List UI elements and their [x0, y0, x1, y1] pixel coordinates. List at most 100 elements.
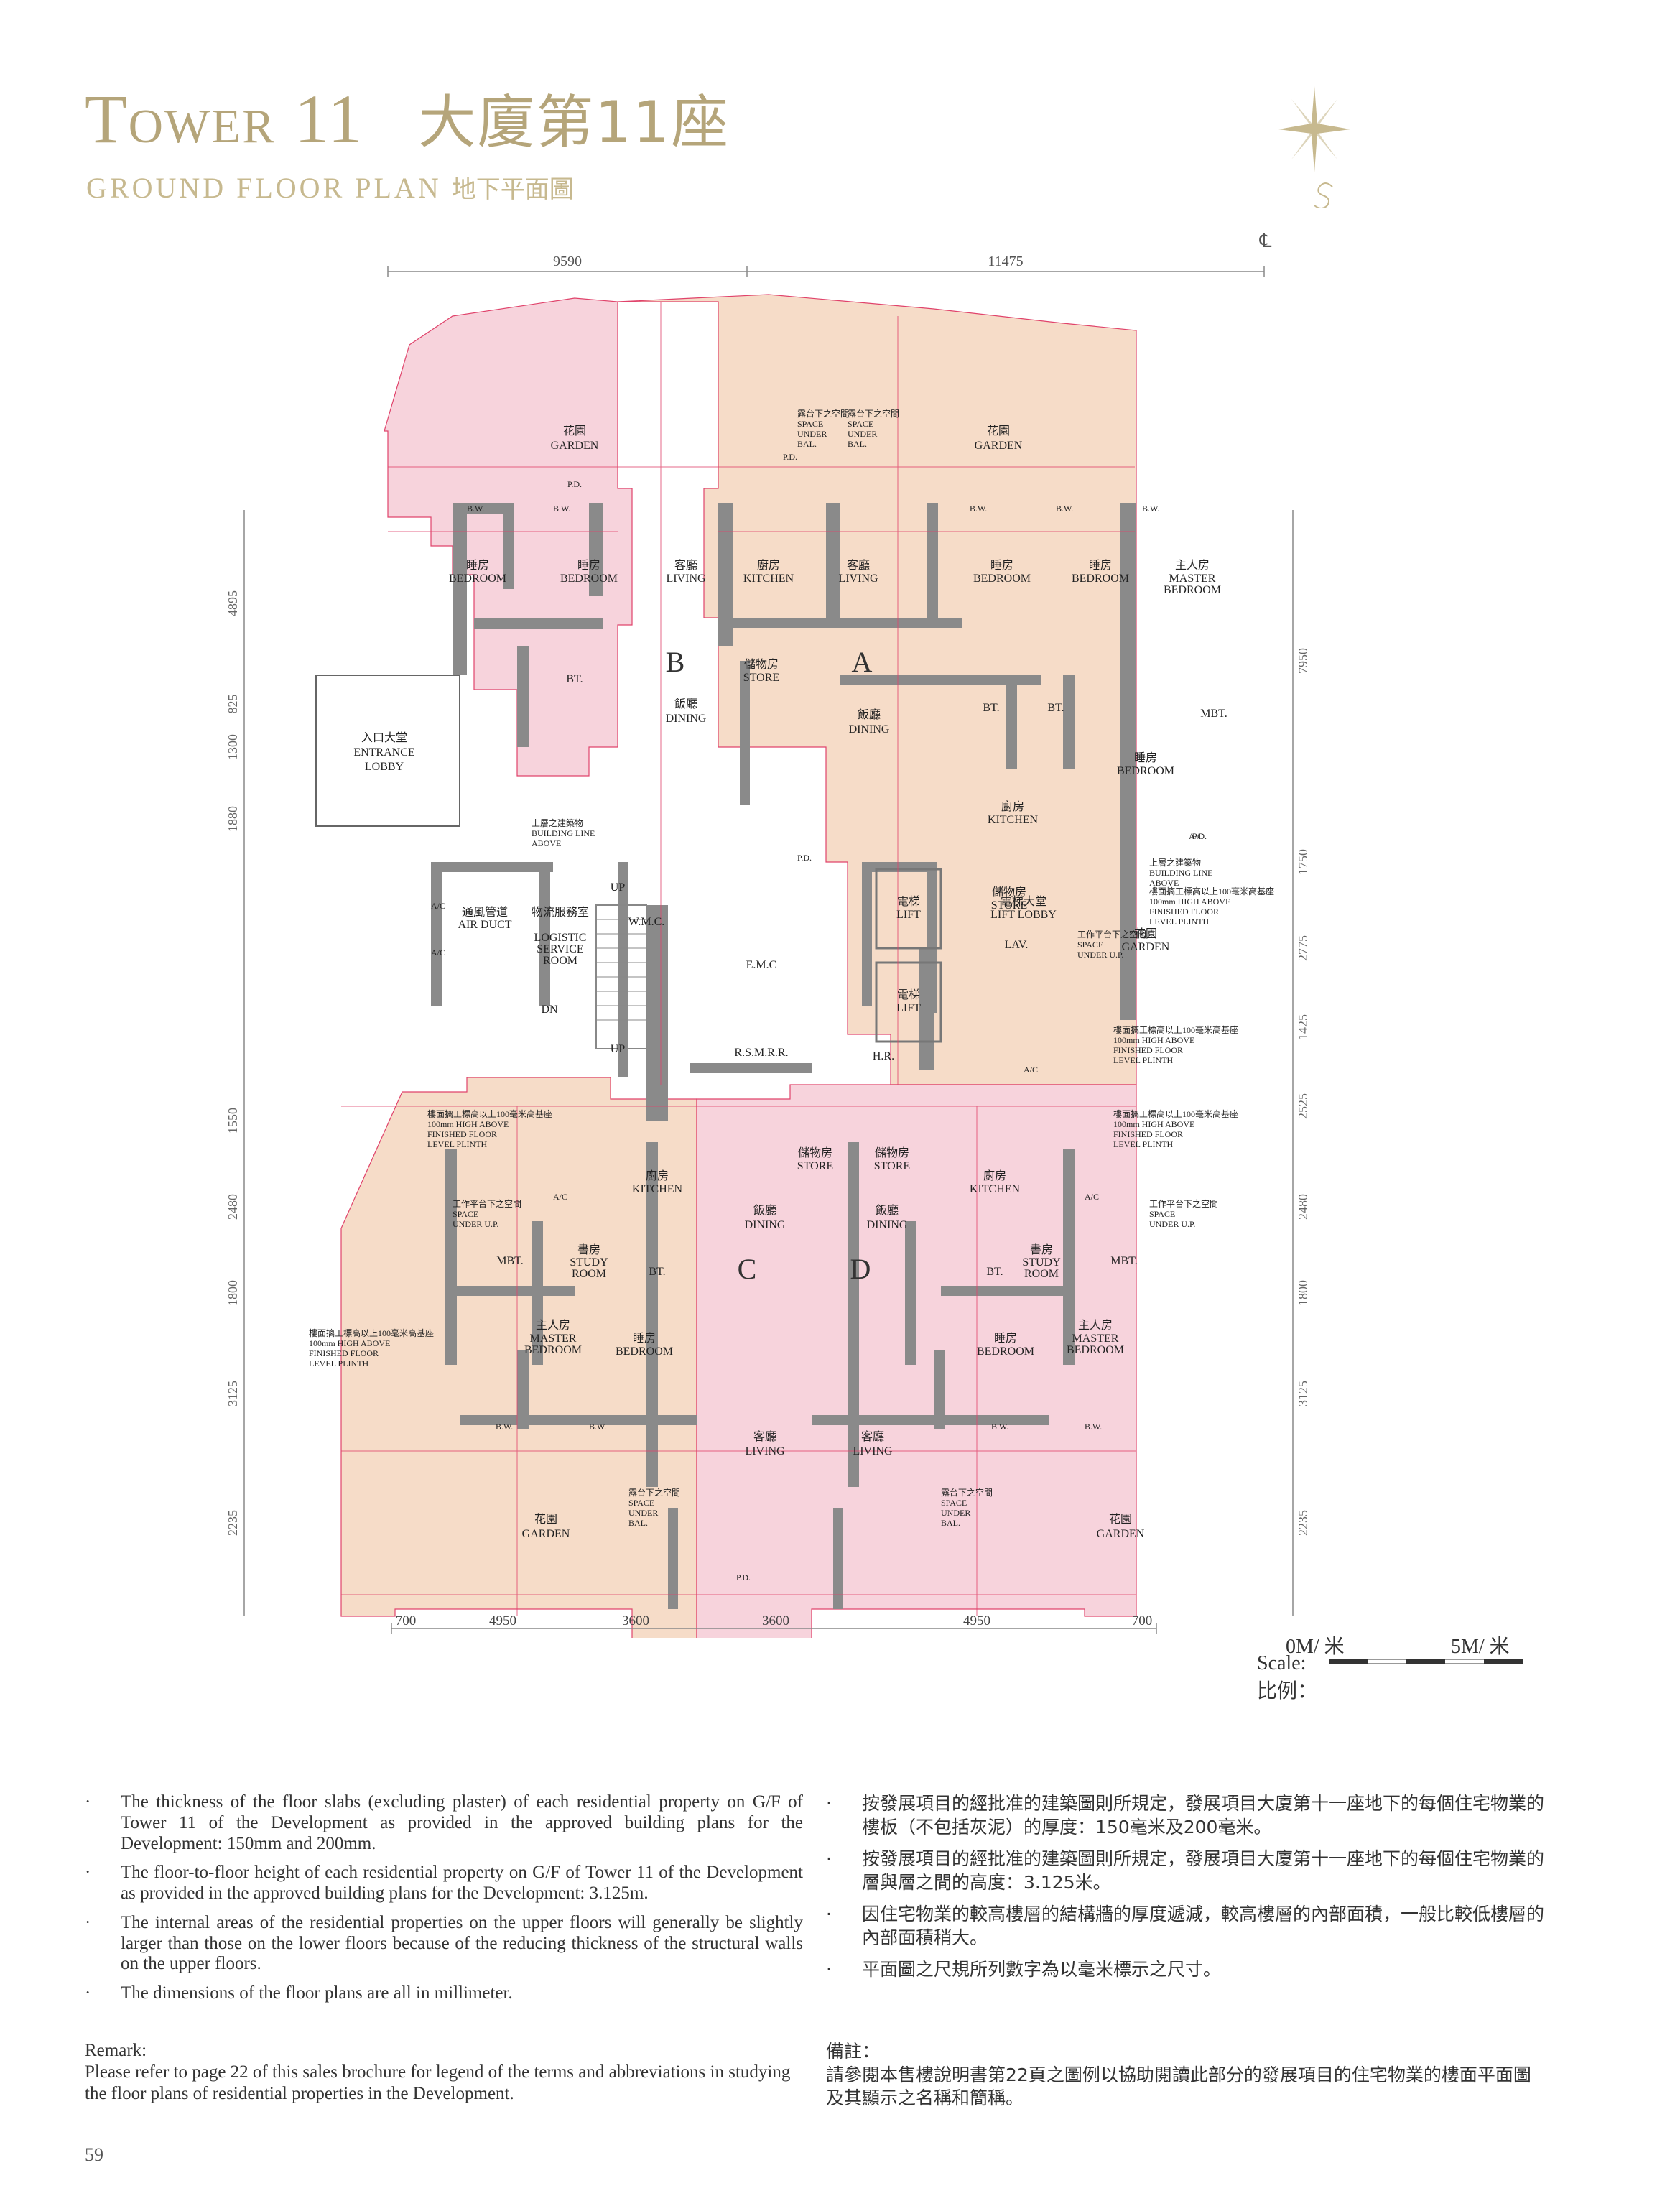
scale-label-zh: 比例： — [1257, 1679, 1318, 1702]
dining-b-zh: 飯廳 — [674, 697, 697, 710]
note-en-1: ·The thickness of the floor slabs (exclu… — [85, 1792, 803, 1853]
master-a-zh: 主人房 — [1175, 559, 1210, 572]
plinth-d-en2: FINISHED FLOOR — [1113, 1129, 1183, 1139]
plinth-d-zh: 樓面摛工標高以上100毫米高基座 — [1113, 1108, 1238, 1119]
scale-bar: 0M/ 米 5M/ 米 Scale: 比例： — [1257, 1631, 1559, 1710]
entrance-en2: LOBBY — [365, 761, 404, 773]
store-d-en: STORE — [874, 1160, 910, 1172]
emc: E.M.C — [746, 959, 777, 971]
lift-shaft-2 — [875, 961, 942, 1043]
left-dim-5: 1550 — [226, 1108, 240, 1134]
bw-d1: B.W. — [991, 1422, 1008, 1432]
work-platform-d-en1: SPACE — [1149, 1209, 1175, 1219]
floor-plan: 9590 11475 ℄ — [226, 231, 1310, 1638]
staircase — [595, 904, 647, 1049]
work-platform-c-en1: SPACE — [453, 1209, 478, 1219]
living-b-en: LIVING — [666, 573, 706, 585]
bedroom-b1-en: BEDROOM — [449, 573, 506, 585]
bedroom-b1-zh: 睡房 — [466, 559, 489, 572]
building-line-en2: ABOVE — [532, 838, 561, 848]
right-dim-2: 1750 — [1296, 849, 1310, 875]
master-d-en2: BEDROOM — [1067, 1344, 1124, 1356]
master-c-en1: MASTER — [530, 1333, 577, 1345]
study-c-en1: STUDY — [570, 1256, 608, 1269]
bw-a3: B.W. — [1142, 504, 1159, 514]
master-d-zh: 主人房 — [1078, 1319, 1113, 1332]
building-line-a-en2: ABOVE — [1149, 878, 1179, 888]
note-zh-4: ·平面圖之尺規所列數字為以毫米標示之尺寸。 — [826, 1959, 1222, 1980]
living-d-zh: 客廳 — [861, 1429, 884, 1443]
left-dim-2: 825 — [226, 695, 240, 714]
bottom-dim-2: 4950 — [489, 1613, 516, 1628]
logistic-en2: SERVICE — [537, 943, 583, 955]
bw-d2: B.W. — [1085, 1422, 1102, 1432]
study-c-en2: ROOM — [572, 1268, 606, 1280]
pd-ba: P.D. — [783, 452, 797, 462]
master-a-en2: BEDROOM — [1164, 584, 1221, 596]
ac-d: A/C — [1085, 1192, 1099, 1202]
bedroom-b2-en: BEDROOM — [560, 573, 618, 585]
dining-d-zh: 飯廳 — [876, 1203, 899, 1217]
air-duct-en: AIR DUCT — [458, 919, 511, 931]
entrance-en1: ENTRANCE — [353, 746, 414, 759]
right-dim-7: 1800 — [1296, 1280, 1310, 1306]
air-duct-zh: 通風管道 — [462, 906, 508, 919]
pd-cd: P.D. — [736, 1572, 751, 1582]
top-dim-1: 9590 — [553, 254, 582, 269]
bal-a-en3: BAL. — [848, 439, 867, 449]
title-zh: 大廈第11座 — [418, 89, 730, 156]
plinth-a2-en3: LEVEL PLINTH — [1113, 1055, 1174, 1065]
bottom-dim-1: 700 — [396, 1613, 417, 1628]
remark-zh-text: 請參閱本售樓說明書第22頁之圖例以協助閱讀此部分的發展項目的住宅物業的樓面平面圖… — [826, 2064, 1531, 2109]
lift-2-en: LIFT — [896, 1002, 921, 1014]
dining-b-en: DINING — [666, 713, 707, 725]
logistic-zh: 物流服務室 — [532, 906, 589, 919]
top-dim-2: 11475 — [988, 254, 1023, 269]
bal-b-en2: UNDER — [797, 429, 827, 439]
lift-shaft-1 — [875, 868, 942, 950]
plinth-c2-en3: LEVEL PLINTH — [309, 1358, 369, 1368]
work-platform-a-en2: UNDER U.P. — [1077, 950, 1123, 960]
building-line-zh: 上層之建築物 — [532, 817, 583, 828]
ac-a2: A/C — [1024, 1065, 1038, 1075]
study-d-zh: 書房 — [1030, 1243, 1053, 1256]
dining-c-en: DINING — [745, 1219, 786, 1231]
store-a-en: STORE — [991, 899, 1027, 912]
living-c-en: LIVING — [745, 1445, 785, 1457]
plinth-c1-zh: 樓面摛工標高以上100毫米高基座 — [427, 1108, 552, 1119]
plinth-c1-en2: FINISHED FLOOR — [427, 1129, 497, 1139]
living-b-zh: 客廳 — [674, 558, 697, 572]
plinth-d-en3: LEVEL PLINTH — [1113, 1139, 1174, 1149]
right-dim-9: 2235 — [1296, 1510, 1310, 1536]
page-title: Tower 11 大廈第11座 — [85, 85, 730, 154]
bottom-dim-5: 4950 — [963, 1613, 990, 1628]
lav-a: LAV. — [1005, 939, 1029, 951]
garden-b-zh: 花園 — [563, 425, 586, 437]
kitchen-a-zh: 廚房 — [1001, 800, 1024, 813]
kitchen-b-en: KITCHEN — [743, 573, 794, 585]
right-dim-8: 3125 — [1296, 1381, 1310, 1406]
remark-en-label: Remark: — [85, 2041, 147, 2060]
study-d-en1: STUDY — [1022, 1256, 1061, 1269]
stair-dn: DN — [541, 1004, 558, 1016]
bedroom-a2-zh: 睡房 — [1089, 559, 1112, 572]
building-line-en1: BUILDING LINE — [532, 828, 595, 838]
dining-d-en: DINING — [867, 1219, 908, 1231]
structural-walls — [431, 503, 1136, 1609]
bottom-dim-6: 700 — [1132, 1613, 1153, 1628]
scale-label-en: Scale: — [1257, 1652, 1307, 1674]
left-dim-3: 1300 — [226, 734, 240, 760]
left-dim-7: 1800 — [226, 1280, 240, 1306]
notes-en: ·The thickness of the floor slabs (exclu… — [85, 1792, 803, 2013]
bal-a-zh: 露台下之空間 — [848, 408, 899, 419]
ac-core-2: A/C — [431, 947, 445, 958]
garden-d-en: GARDEN — [1097, 1528, 1145, 1540]
bal-b-en3: BAL. — [797, 439, 817, 449]
pd-a: P.D. — [1192, 831, 1207, 841]
plinth-c1-en3: LEVEL PLINTH — [427, 1139, 488, 1149]
master-c-zh: 主人房 — [536, 1319, 570, 1332]
bal-c-en3: BAL. — [628, 1518, 648, 1528]
bt-d: BT. — [986, 1266, 1003, 1278]
right-dim-3: 2775 — [1296, 935, 1310, 961]
plinth-d-en1: 100mm HIGH ABOVE — [1113, 1119, 1194, 1129]
